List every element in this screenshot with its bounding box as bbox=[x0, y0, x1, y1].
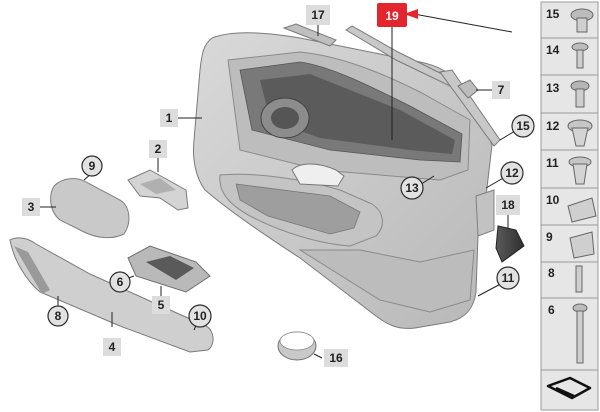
callout-7-text: 7 bbox=[498, 83, 505, 97]
handle-bracket-inner bbox=[140, 178, 176, 194]
callout-19-text: 19 bbox=[385, 9, 399, 23]
callout-12: 12 bbox=[500, 161, 524, 185]
callout-7: 7 bbox=[492, 81, 510, 99]
callout-18: 18 bbox=[496, 195, 520, 215]
window-seal-strip bbox=[282, 23, 337, 47]
rivet-icon bbox=[572, 303, 588, 364]
callout-16: 16 bbox=[324, 349, 348, 367]
callout-16-text: 16 bbox=[329, 351, 343, 365]
cover-panel bbox=[50, 178, 130, 239]
callout-4-text: 4 bbox=[109, 340, 116, 354]
fastener-icons bbox=[546, 376, 592, 400]
callout-1-text: 1 bbox=[166, 111, 173, 125]
callout-19: 19 bbox=[377, 3, 407, 27]
push-clip-icon bbox=[570, 8, 594, 33]
callout-15: 15 bbox=[511, 114, 535, 138]
legend-11-label: 11 bbox=[546, 156, 559, 170]
callout-12-text: 12 bbox=[505, 166, 519, 180]
callout-4: 4 bbox=[103, 338, 121, 356]
legend-8-label: 8 bbox=[548, 266, 555, 280]
callout-10: 10 bbox=[188, 304, 212, 328]
callout-3: 3 bbox=[22, 198, 40, 216]
long-trim-endcap bbox=[14, 246, 50, 294]
callout-6: 6 bbox=[109, 271, 131, 293]
tape-roll bbox=[277, 331, 317, 361]
door-trim-panel bbox=[193, 32, 493, 329]
callout-5: 5 bbox=[152, 296, 170, 314]
callout-17-text: 17 bbox=[311, 8, 325, 22]
fastener-legend: 15 14 13 12 11 10 9 8 6 bbox=[540, 1, 599, 411]
legend-13-label: 13 bbox=[546, 81, 560, 95]
callout-9: 9 bbox=[81, 155, 103, 177]
legend-6-label: 6 bbox=[548, 303, 555, 317]
callout-2: 2 bbox=[149, 140, 167, 158]
callout-9-text: 9 bbox=[89, 159, 96, 173]
retainer-clip-icon bbox=[568, 156, 592, 185]
legend-12-label: 12 bbox=[546, 119, 560, 133]
callout-18-text: 18 bbox=[501, 198, 515, 212]
callout-1: 1 bbox=[160, 109, 178, 127]
flanged-screw-icon bbox=[570, 80, 590, 108]
bracket-part bbox=[475, 189, 495, 237]
callout-6-text: 6 bbox=[117, 275, 124, 289]
bracket-clip-icon bbox=[569, 231, 595, 259]
callout-10-text: 10 bbox=[193, 309, 207, 323]
long-trim-strip bbox=[9, 237, 214, 353]
callout-11: 11 bbox=[496, 266, 520, 290]
callout-13-text: 13 bbox=[405, 181, 419, 195]
callout-17: 17 bbox=[306, 5, 330, 25]
arrow-icon bbox=[404, 9, 418, 19]
dark-block-part bbox=[495, 225, 525, 263]
callout-3-text: 3 bbox=[28, 200, 35, 214]
legend-14-label: 14 bbox=[546, 43, 560, 57]
screw-icon bbox=[571, 42, 589, 69]
callout-15-text: 15 bbox=[516, 119, 530, 133]
pin-icon bbox=[575, 265, 583, 293]
callout-5-text: 5 bbox=[158, 298, 165, 312]
legend-9-label: 9 bbox=[546, 230, 553, 244]
callout-2-text: 2 bbox=[155, 142, 162, 156]
trim-clip-icon bbox=[567, 119, 593, 147]
legend-10-label: 10 bbox=[546, 193, 560, 207]
callout-11-text: 11 bbox=[502, 271, 515, 285]
spring-clip-icon bbox=[567, 197, 597, 223]
switch-frame-inner bbox=[146, 256, 194, 280]
callout-8: 8 bbox=[47, 305, 69, 327]
callout-13: 13 bbox=[400, 176, 424, 200]
legend-15-label: 15 bbox=[546, 7, 560, 21]
callout-8-text: 8 bbox=[55, 309, 62, 323]
